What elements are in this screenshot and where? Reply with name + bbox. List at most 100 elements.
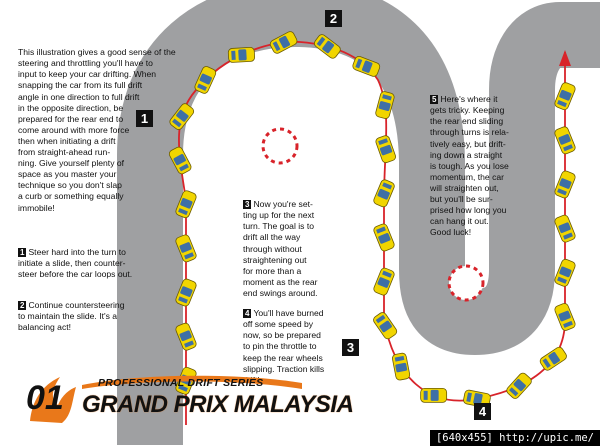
intro-line: come around with more force	[18, 124, 130, 135]
step-number-badge: 2	[18, 301, 27, 311]
drift-car	[227, 47, 256, 63]
step-line: straightening out	[243, 254, 307, 265]
step-line: balancing act!	[18, 322, 72, 333]
drift-car	[168, 146, 192, 175]
step-line: keep the rear wheels	[243, 352, 323, 363]
racing-line-arrow	[559, 50, 571, 66]
step-line: ting up for the next	[243, 210, 315, 221]
drift-car	[375, 135, 396, 164]
car-sequence	[168, 31, 576, 408]
step-number-badge: 4	[243, 309, 252, 319]
step-line: off some speed by	[243, 319, 314, 330]
step-line: can hang it out.	[430, 216, 489, 227]
intro-line: a curb or something equally	[18, 191, 124, 202]
step-line: slipping. Traction kills	[243, 363, 325, 374]
step-line: steer before the car loops out.	[18, 269, 133, 280]
intro-line: snapping the car from its full drift	[18, 80, 143, 91]
drift-car	[373, 179, 395, 208]
logo-number: 01	[26, 379, 64, 417]
drift-car	[175, 190, 197, 219]
intro-line: technique so you don't slap	[18, 180, 122, 191]
image-host-footer: [640x455] http://upic.me/	[429, 430, 600, 446]
drift-car	[554, 170, 576, 199]
intro-line: steering and throttling you'll have to	[18, 58, 153, 69]
drift-car	[175, 278, 197, 307]
intro-paragraph: This illustration gives a good sense of …	[18, 25, 176, 236]
step-line: initiate a slide, then counter-	[18, 258, 126, 269]
drift-car	[352, 55, 381, 77]
drift-car	[373, 267, 395, 296]
step-line: will straighten out,	[430, 182, 499, 193]
drift-car	[554, 214, 576, 243]
intro-line: prepared for the rear end to	[18, 113, 124, 124]
step-line: but you'll be sur-	[430, 194, 493, 205]
step-line: ing down a straight	[430, 149, 503, 160]
step-line: end swings around.	[243, 287, 318, 298]
step-number-badge: 3	[243, 200, 252, 210]
cone-circle-bottom	[447, 264, 485, 302]
drift-car	[420, 387, 448, 403]
drift-car	[506, 372, 532, 399]
step-line: tively easy, but drift-	[430, 138, 506, 149]
step-line: momentum, the car	[430, 171, 505, 182]
drift-car	[554, 303, 576, 331]
logo-series: PROFESSIONAL DRIFT SERIES	[98, 377, 264, 389]
intro-line: in the opposite direction, be	[18, 102, 124, 113]
flame-icon	[30, 377, 76, 423]
road-surface	[117, 0, 600, 445]
step-line: the rear end sliding	[430, 116, 504, 127]
step-number-badge: 5	[430, 95, 439, 105]
drift-car	[554, 126, 576, 155]
track-marker-3: 3	[342, 339, 359, 356]
step-line: to pin the throttle to	[243, 341, 317, 352]
intro-line: This illustration gives a good sense of …	[18, 47, 176, 58]
step-line: turn. The goal is to	[243, 221, 315, 232]
drift-car	[375, 91, 395, 119]
intro-line: angle in one direction to full drift	[18, 91, 140, 102]
drift-car	[373, 223, 395, 252]
step-number-badge: 1	[18, 248, 27, 258]
step-line: prised how long you	[430, 205, 507, 216]
step-line: for more than a	[243, 265, 302, 276]
step-line: moment as the rear	[243, 276, 318, 287]
drift-car	[269, 31, 298, 54]
track-marker-2: 2	[325, 10, 342, 27]
step-line: now, so be prepared	[243, 330, 321, 341]
logo-swoosh-icon	[82, 375, 302, 389]
logo-title: GRAND PRIX MALAYSIA	[82, 391, 354, 418]
drift-car	[554, 258, 576, 287]
intro-line: space as you master your	[18, 169, 117, 180]
intro-line: then when initiating a drift	[18, 135, 116, 146]
drift-car	[194, 66, 217, 94]
drift-car	[313, 34, 341, 59]
step-line: Good luck!	[430, 227, 472, 238]
step-line: is tough. As you lose	[430, 160, 509, 171]
drift-car	[373, 312, 398, 340]
drift-car	[175, 234, 197, 263]
track-marker-1: 1	[136, 110, 153, 127]
step-line: through without	[243, 243, 302, 254]
cone-circle-top	[261, 127, 299, 165]
step-line: drift all the way	[243, 232, 301, 243]
drift-car	[554, 82, 576, 111]
step-line: to maintain the slide. It's a	[18, 311, 118, 322]
intro-line: from straight-ahead run-	[18, 147, 111, 158]
step-line: through turns is rela-	[430, 127, 509, 138]
drift-car	[539, 346, 567, 371]
step-line: gets tricky. Keeping	[430, 105, 505, 116]
intro-line: ning. Give yourself plenty of	[18, 158, 125, 169]
drift-car	[391, 352, 411, 381]
intro-line: immobile!	[18, 202, 55, 213]
intro-line: input to keep your car drifting. When	[18, 69, 157, 80]
